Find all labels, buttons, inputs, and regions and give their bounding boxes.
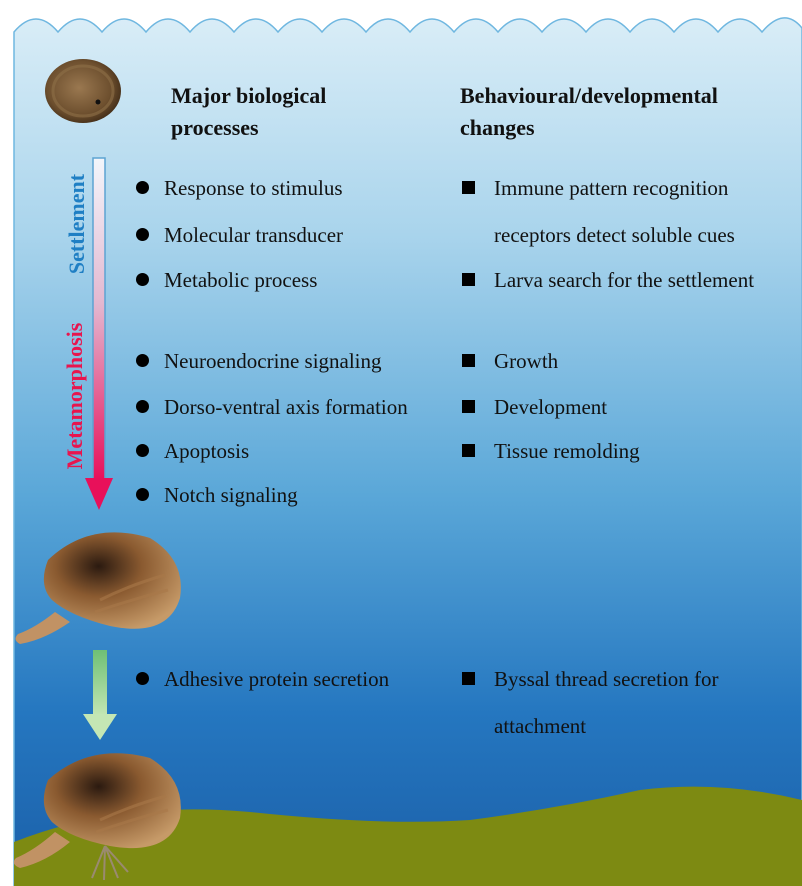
change-bullet — [462, 354, 475, 367]
change-item-line: Immune pattern recognition — [494, 176, 728, 200]
process-bullet — [136, 444, 149, 457]
process-item: Dorso-ventral axis formation — [164, 395, 408, 419]
header-changes: Behavioural/developmental changes — [460, 80, 790, 144]
process-bullet — [136, 354, 149, 367]
change-bullet — [462, 672, 475, 685]
header-processes: Major biological processes — [171, 80, 371, 144]
process-item: Notch signaling — [164, 483, 298, 507]
process-bullet — [136, 488, 149, 501]
change-item: Larva search for the settlement — [494, 268, 754, 292]
change-item-line: Byssal thread secretion for — [494, 667, 719, 691]
change-item: Growth — [494, 349, 558, 373]
process-item: Molecular transducer — [164, 223, 343, 247]
change-bullet — [462, 444, 475, 457]
process-bullet — [136, 228, 149, 241]
change-bullet — [462, 400, 475, 413]
process-item: Metabolic process — [164, 268, 317, 292]
process-item: Apoptosis — [164, 439, 249, 463]
process-item: Adhesive protein secretion — [164, 667, 389, 691]
process-bullet — [136, 273, 149, 286]
change-bullet — [462, 273, 475, 286]
larva-egg-illustration — [45, 59, 121, 123]
change-item-line: attachment — [494, 714, 586, 738]
change-bullet — [462, 181, 475, 194]
header-processes-text: Major biological processes — [171, 83, 326, 140]
change-item-line: receptors detect soluble cues — [494, 223, 735, 247]
change-item: Development — [494, 395, 607, 419]
metamorphosis-label: Metamorphosis — [63, 311, 87, 481]
process-bullet — [136, 181, 149, 194]
process-bullet — [136, 672, 149, 685]
change-item: Tissue remolding — [494, 439, 640, 463]
settlement-label: Settlement — [65, 169, 89, 279]
process-bullet — [136, 400, 149, 413]
process-item: Neuroendocrine signaling — [164, 349, 382, 373]
process-item: Response to stimulus — [164, 176, 343, 200]
header-changes-text: Behavioural/developmental changes — [460, 83, 718, 140]
